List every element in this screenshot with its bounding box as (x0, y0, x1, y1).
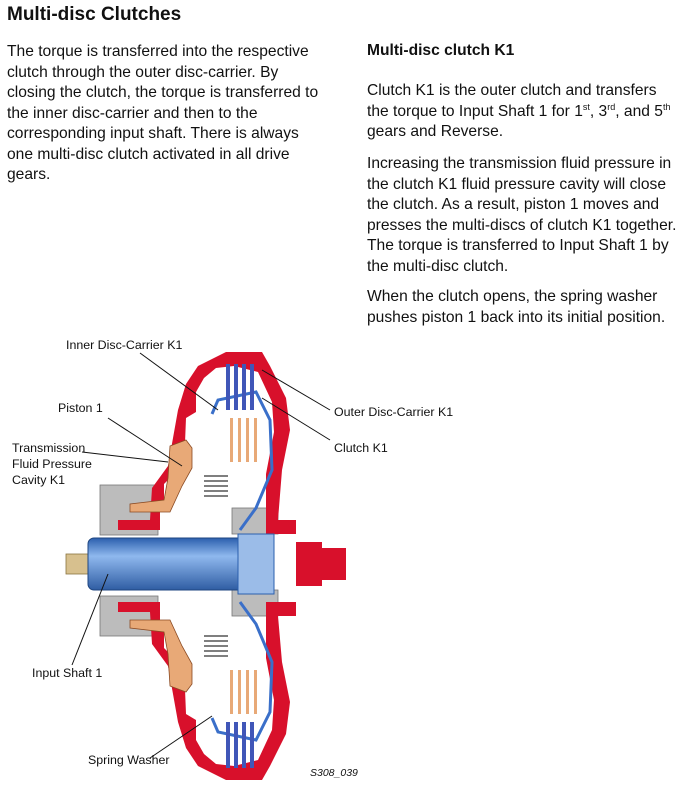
para1-text-d: gears and Reverse. (367, 123, 504, 140)
page-title: Multi-disc Clutches (7, 4, 182, 25)
clutch-k1-discs (226, 364, 257, 768)
clutch-cutaway-diagram (65, 352, 346, 780)
label-fluid-cavity-line1: Transmission (12, 441, 86, 455)
label-fluid-cavity-line2: Fluid Pressure (12, 457, 92, 471)
sup-rd: rd (607, 101, 616, 112)
label-clutch-k1: Clutch K1 (334, 441, 388, 455)
label-outer-disc-carrier: Outer Disc-Carrier K1 (334, 405, 454, 419)
intro-paragraph: The torque is transferred into the respe… (7, 43, 319, 183)
para1-text-b: , 3 (589, 102, 608, 120)
label-fluid-cavity-line3: Cavity K1 (12, 473, 66, 487)
leader-lines (71, 352, 331, 759)
sup-th: th (662, 101, 671, 112)
outer-disc-carrier-housing (118, 352, 346, 780)
label-inner-disc-carrier: Inner Disc-Carrier K1 (66, 338, 183, 352)
label-spring-washer: Spring Washer (88, 753, 170, 767)
return-springs (204, 475, 228, 657)
pressure-paragraph: Increasing the transmission fluid pressu… (367, 155, 677, 275)
para1-text-c: , and 5 (615, 102, 663, 120)
piston-1 (129, 439, 193, 693)
inner-disc-carrier (210, 390, 274, 742)
shaft-splines (237, 533, 275, 595)
spring-paragraph: When the clutch opens, the spring washer… (367, 288, 666, 326)
shaft-stub (65, 553, 91, 575)
label-piston-1: Piston 1 (58, 401, 103, 415)
section-heading: Multi-disc clutch K1 (367, 42, 515, 59)
sup-st: st (582, 101, 590, 112)
para1-text-a: Clutch K1 is the outer clutch and transf… (367, 82, 657, 120)
label-input-shaft-1: Input Shaft 1 (32, 666, 103, 680)
figure-code: S308_039 (310, 767, 358, 779)
clutch-k1-description: Clutch K1 is the outer clutch and transf… (367, 81, 681, 143)
